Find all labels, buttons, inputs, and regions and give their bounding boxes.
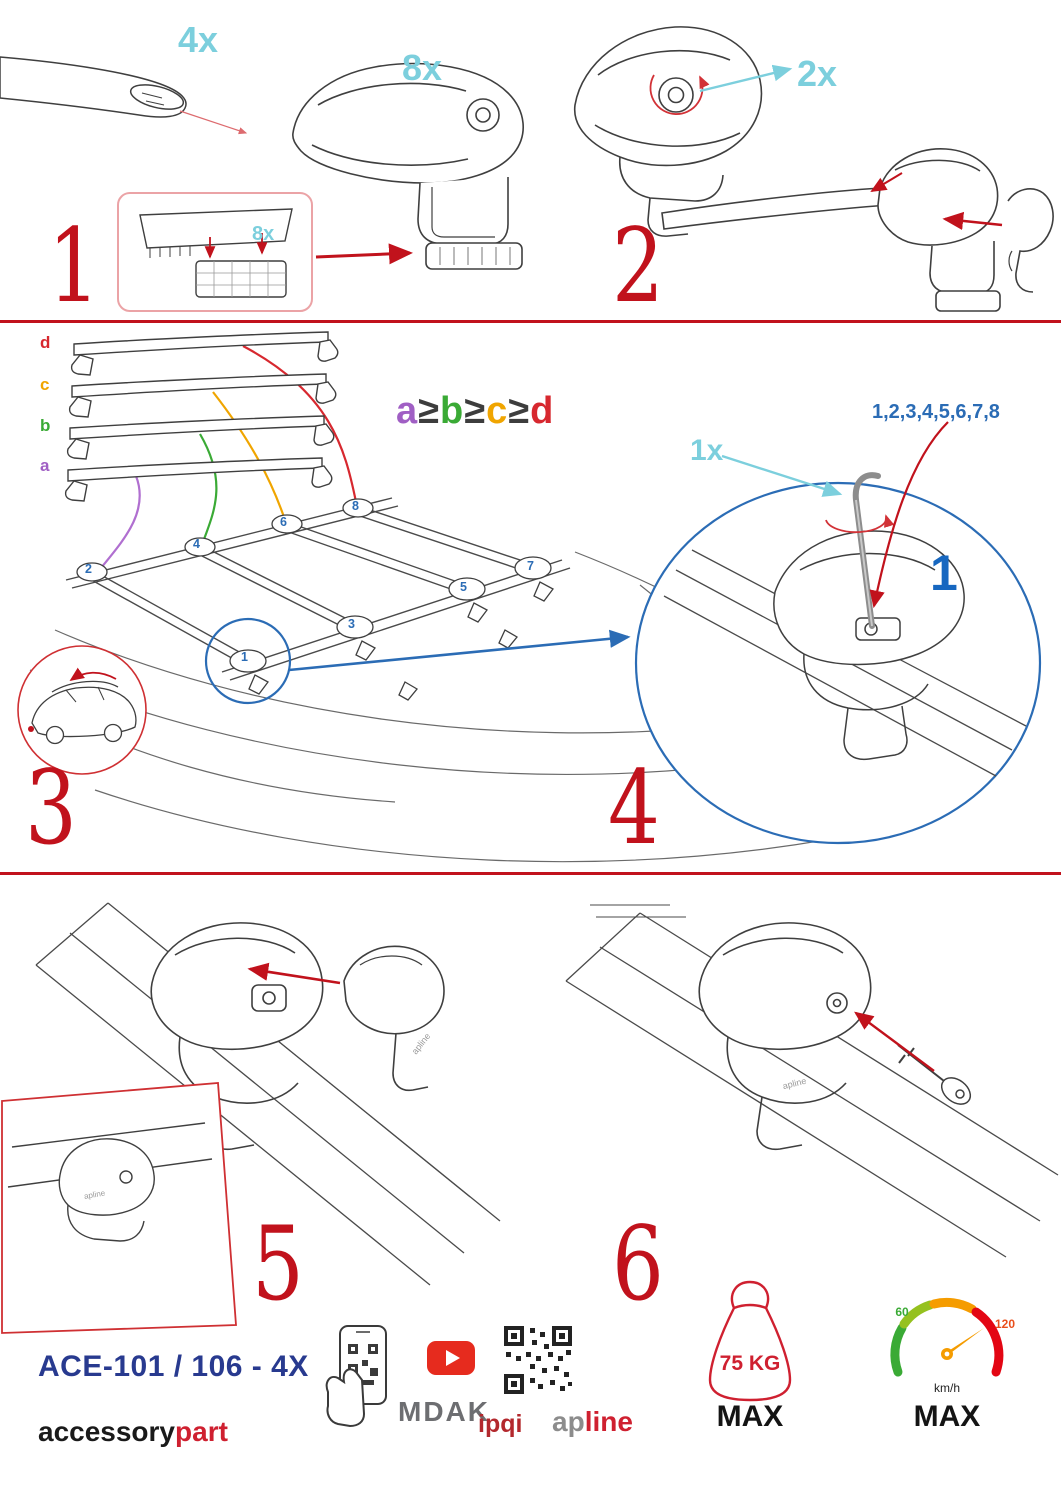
step4-number: 4 — [608, 749, 660, 868]
formula-ge1: ≥ — [418, 390, 440, 432]
pad-to-foot-arrow — [315, 243, 413, 265]
zoom-arrow — [288, 629, 631, 672]
formula-d: d — [530, 390, 555, 432]
brand-accessory: accessory — [38, 1416, 176, 1447]
mdak-logo: MDAK — [398, 1396, 490, 1427]
gauge-pivot-center — [944, 1351, 950, 1357]
position-1: 1 — [241, 650, 248, 664]
gauge-needle — [944, 1328, 984, 1358]
tightening-sequence: 1,2,3,4,5,6,7,8 — [872, 401, 1000, 423]
foot-clamp-art — [292, 62, 524, 270]
step5-cover-art — [343, 945, 445, 1092]
gauge-low-label: 60 — [895, 1305, 909, 1319]
position-2: 2 — [85, 562, 92, 576]
section-divider-1 — [0, 320, 1061, 323]
step6-number: 6 — [612, 1205, 664, 1324]
bar-label-c: c — [40, 375, 50, 394]
step2-number: 2 — [612, 207, 664, 326]
bar-to-foot-pointer — [179, 110, 248, 135]
position-3: 3 — [348, 617, 355, 631]
seat-bar-arrow — [870, 172, 903, 193]
position-6: 6 — [280, 515, 287, 529]
bar-label-d: d — [40, 333, 51, 352]
weight-value: 75 KG — [720, 1352, 781, 1375]
allen-key-art — [852, 472, 881, 629]
formula-c: c — [486, 390, 509, 432]
hand-art — [325, 1368, 366, 1427]
bar-foot-assembly-art — [661, 148, 1054, 312]
insert-endpiece-arrow — [942, 211, 1003, 230]
length-order-formula: a≥b≥c≥d — [396, 392, 554, 430]
step2-assembly-illustration — [574, 26, 1054, 312]
qty-pads: 8x — [252, 223, 275, 245]
foot1-highlight-circle — [204, 617, 292, 705]
sequence-arrow — [869, 421, 949, 609]
speed-max-label: MAX — [913, 1400, 981, 1433]
car-inset-art — [17, 645, 147, 775]
roof-mounting-illustration — [17, 331, 1042, 863]
lock-cover-illustration: apline apline — [1, 902, 1059, 1334]
apline-badge-step6: apline — [782, 1076, 808, 1092]
formula-ge2: ≥ — [464, 390, 487, 432]
step1-number: 1 — [48, 207, 100, 326]
position-7: 7 — [527, 559, 534, 573]
key-qty-arrow — [721, 454, 843, 497]
key-insert-arrow — [854, 1011, 935, 1072]
step6-roof-art — [565, 904, 1059, 1258]
qr-code-art — [504, 1326, 572, 1394]
qty-allen-key: 1x — [690, 434, 724, 467]
step5-number: 5 — [252, 1205, 304, 1324]
qty-feet: 8x — [402, 47, 443, 88]
step5-inset-art: apline — [1, 1082, 237, 1334]
roof-rack-art — [65, 497, 571, 681]
bar-label-a: a — [40, 456, 50, 475]
pad-inset-art — [117, 192, 313, 312]
gauge-arcs — [890, 1297, 1004, 1377]
apline-badge-inset: apline — [83, 1188, 106, 1201]
youtube-icon — [427, 1341, 475, 1375]
gauge-high-label: 120 — [995, 1317, 1015, 1331]
max-speed-gauge: 60 120 km/h — [890, 1297, 1015, 1395]
formula-b: b — [440, 390, 465, 432]
position-8: 8 — [352, 499, 359, 513]
cover-insert-arrow — [247, 962, 341, 985]
sorted-bars-art — [64, 331, 339, 502]
foot-knob-art — [574, 26, 763, 237]
roof-feet-art — [76, 498, 554, 701]
key-rotation-arrow — [825, 514, 895, 534]
key-art — [897, 1044, 972, 1105]
bar-label-b: b — [40, 416, 51, 435]
apline-red: line — [584, 1406, 633, 1437]
step6-foot-art — [698, 922, 872, 1151]
crossbar-endcap-art — [0, 56, 187, 118]
apline-gray: ap — [552, 1406, 585, 1437]
first-position-number: 1 — [930, 545, 958, 601]
brand-wordmark: accessorypart — [38, 1416, 228, 1448]
qr-code — [504, 1326, 572, 1394]
bar-routing-lines — [100, 345, 358, 569]
weight-outline-art — [708, 1280, 792, 1402]
position-5: 5 — [460, 580, 467, 594]
brand-part: part — [175, 1416, 228, 1447]
allen-key-highlight — [855, 499, 873, 627]
gauge-unit-label: km/h — [934, 1381, 960, 1395]
apline-badge-step5: apline — [410, 1031, 433, 1056]
position-4: 4 — [193, 537, 200, 551]
formula-a: a — [396, 390, 419, 432]
formula-ge3: ≥ — [508, 390, 531, 432]
scan-qr-phone-icon — [325, 1325, 387, 1427]
apline-logo: apline — [552, 1406, 633, 1438]
qty-bar-endcaps: 4x — [178, 19, 219, 60]
ipqi-logo: ipqi — [478, 1410, 523, 1438]
step3-number: 3 — [25, 749, 77, 868]
weight-max-label: MAX — [716, 1400, 784, 1433]
section-divider-2 — [0, 872, 1061, 875]
qty-pointer-arrow — [699, 64, 793, 93]
step1-parts-illustration — [0, 56, 524, 312]
qty-knobs: 2x — [797, 53, 838, 94]
max-weight-icon: 75 KG — [708, 1280, 792, 1402]
model-number: ACE-101 / 106 - 4X — [38, 1350, 309, 1383]
